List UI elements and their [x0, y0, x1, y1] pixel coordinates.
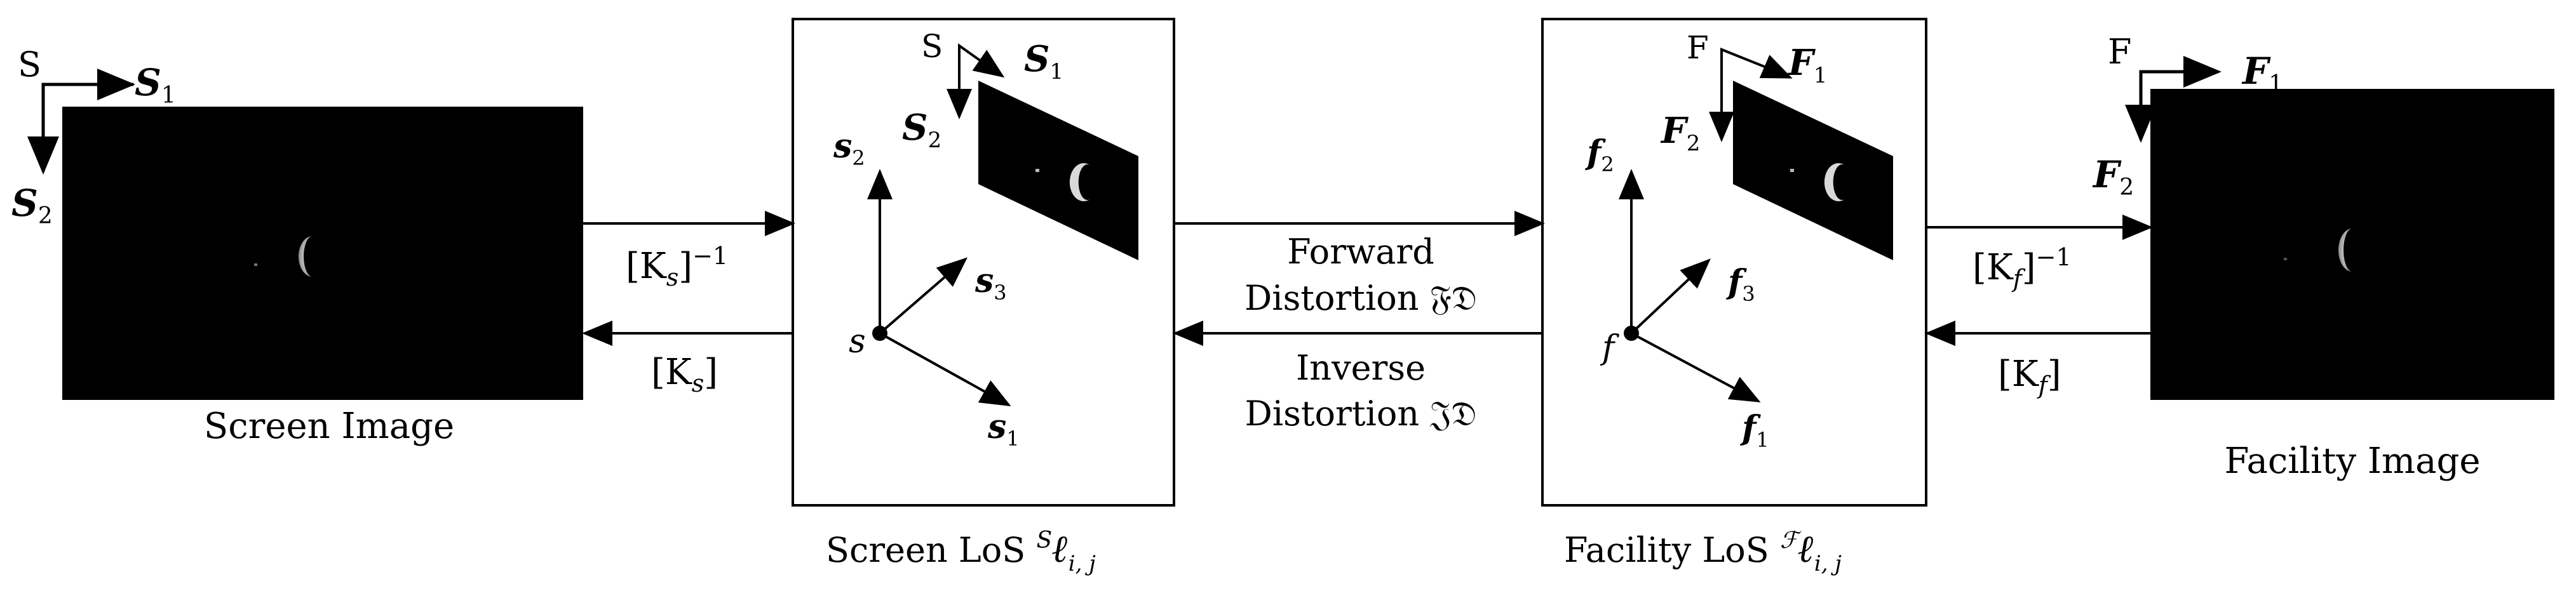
label-ks: [Ks]: [651, 352, 718, 397]
facility-los-plate-moon: [1824, 163, 1846, 201]
label-ks-inverse: [Ks]−1: [626, 242, 728, 291]
facility-los-frame-axis-2-label: F2: [1660, 110, 1700, 156]
screen-los-vec-3-label: s3: [974, 262, 1007, 305]
screen-los-vec-2-label: s2: [833, 127, 865, 170]
label-forward-line2: Distortion 𝔉𝔇: [1244, 278, 1477, 318]
screen-los-origin-label: s: [849, 322, 866, 361]
facility-frame-axis-2-label: F2: [2092, 153, 2134, 201]
facility-los-box: [1541, 18, 1927, 507]
screen-frame-axis-1-label: S1: [135, 61, 176, 109]
facility-los-frame-axis-1-label: F1: [1787, 42, 1827, 88]
screen-image-panel: S S1 S2 Screen Image: [11, 44, 583, 447]
screen-los-panel: S S1 S2 s s2 s3 s1 Screen LoS Sℓi, j: [792, 18, 1175, 576]
screen-los-plate-moon: [1069, 163, 1091, 202]
screen-image-moon: [254, 236, 313, 277]
screen-frame-origin-label: S: [18, 44, 41, 84]
screen-los-frame-origin-label: S: [921, 28, 943, 65]
facility-los-frame-origin-label: F: [1687, 29, 1709, 66]
facility-los-vec-2-label: f2: [1584, 133, 1614, 176]
label-kf: [Kf]: [1998, 354, 2061, 399]
label-inverse-line2: Distortion 𝔍𝔇: [1245, 394, 1477, 434]
link-screen-los: [Ks]−1 [Ks]: [582, 211, 795, 397]
facility-los-origin-label: f: [1600, 329, 1619, 367]
screen-los-vec-1-label: s1: [987, 408, 1020, 451]
label-forward-line1: Forward: [1287, 232, 1434, 272]
screen-los-caption: Screen LoS Sℓi, j: [826, 527, 1096, 576]
link-distortion: Forward Distortion 𝔉𝔇 Inverse Distortion…: [1173, 211, 1545, 434]
screen-los-box: [792, 18, 1175, 507]
screen-los-frame-axis-2-label: S2: [902, 107, 941, 153]
screen-frame-axis-2-label: S2: [11, 182, 53, 229]
screen-los-frame-axis-1-label: S1: [1024, 38, 1063, 84]
facility-los-plate: [1733, 81, 1893, 260]
facility-image-panel: F F1 F2 Facility Image: [2092, 32, 2554, 482]
facility-los-vec-3-label: f3: [1725, 263, 1755, 306]
screen-los-vec-1: [879, 332, 1011, 406]
facility-los-vec-1: [1631, 332, 1761, 402]
label-kf-inverse: [Kf]−1: [1972, 243, 2072, 293]
facility-frame-origin-label: F: [2108, 32, 2131, 72]
facility-frame-axis-1-label: F1: [2241, 50, 2283, 97]
facility-los-caption: Facility LoS ℱℓi, j: [1564, 527, 1842, 576]
facility-image: [2150, 89, 2554, 400]
facility-image-caption: Facility Image: [2224, 441, 2480, 482]
screen-image: [62, 107, 583, 400]
facility-image-moon: [2284, 229, 2352, 272]
facility-los-panel: F F1 F2 f f2 f3 f1 Facility LoS ℱℓi, j: [1541, 18, 1927, 576]
link-facility-los: [Kf]−1 [Kf]: [1925, 215, 2153, 399]
facility-los-vec-3: [1630, 258, 1711, 335]
screen-image-caption: Screen Image: [204, 406, 454, 447]
screen-los-origin: [872, 326, 887, 341]
screen-los-vec-3: [879, 257, 968, 335]
facility-los-origin: [1624, 326, 1639, 341]
screen-los-plate: [978, 81, 1138, 260]
facility-los-vec-1-label: f1: [1739, 409, 1769, 452]
label-inverse-line1: Inverse: [1296, 348, 1426, 388]
